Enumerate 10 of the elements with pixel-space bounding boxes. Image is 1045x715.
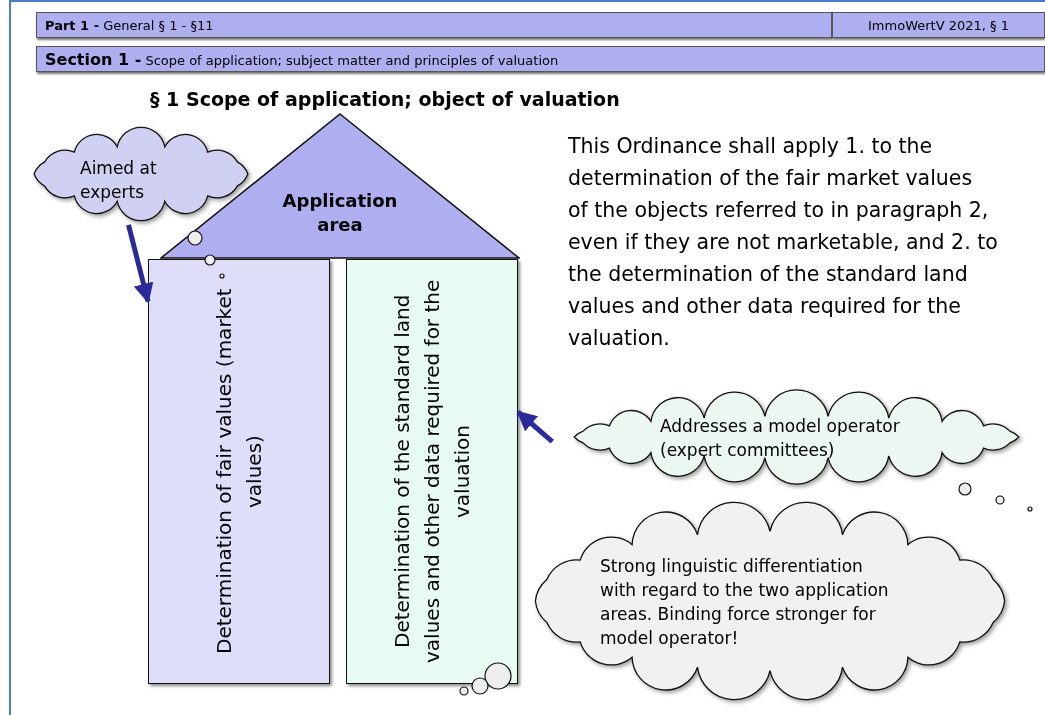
paragraph-text: This Ordinance shall apply 1. to the determination of the fair market values of the objects referred to in paragraph 2, even if they are not marketable, and 2. to the determination of the standard land values and other data required for the valuation. [568, 133, 998, 352]
heading: § 1 Scope of application; object of valuation [150, 88, 620, 110]
pillar: Determination of the standard land values and other data required for the valuation [346, 259, 518, 684]
header-bar: ImmoWertV 2021, § 1 [832, 12, 1045, 38]
header-bar: Part 1 - General § 1 - §11 [36, 12, 832, 38]
arrow [516, 410, 554, 444]
pillar: Determination of fair values (market values) [148, 259, 330, 684]
roof-triangle: Application area [160, 113, 520, 259]
section-bar: Section 1 - Scope of application; subject matter and principles of valuation [36, 46, 1045, 72]
arrow [126, 224, 154, 304]
